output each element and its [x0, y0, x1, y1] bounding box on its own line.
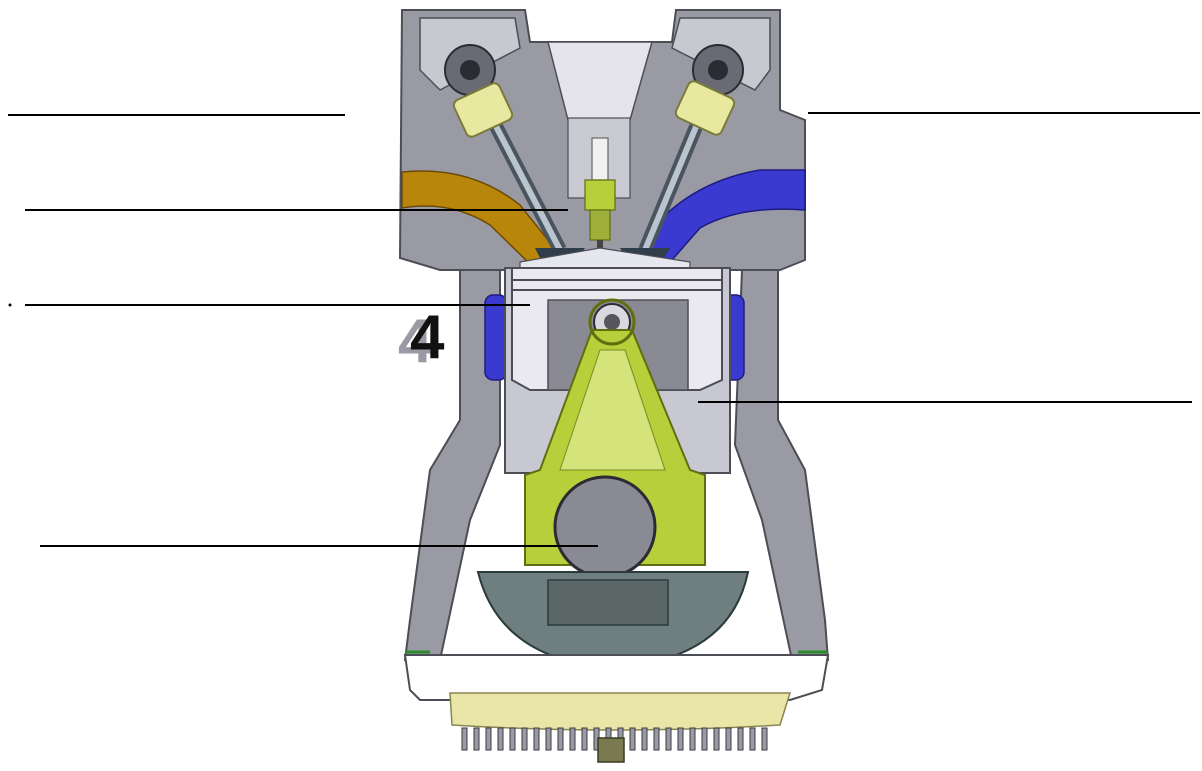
- sump-fin: [761, 727, 768, 751]
- crankshaft-journal: [553, 475, 657, 579]
- sump-fin: [701, 727, 708, 751]
- drain-plug: [597, 737, 625, 763]
- stroke-number: 4: [398, 307, 433, 376]
- spark-plug: [584, 137, 616, 248]
- leader-lines: [8, 112, 1200, 547]
- exhaust-camshaft: [692, 44, 744, 96]
- sump-fin: [713, 727, 720, 751]
- sump-fin: [653, 727, 660, 751]
- sump-fin: [485, 727, 492, 751]
- sump-fin: [533, 727, 540, 751]
- crankcase: [403, 654, 830, 701]
- sump-fin: [569, 727, 576, 751]
- sump-cooling-fins: [461, 727, 768, 751]
- sump-fin: [749, 727, 756, 751]
- sump-fin: [665, 727, 672, 751]
- sump-fin: [461, 727, 468, 751]
- leader-dot: [8, 303, 12, 307]
- stroke-number-shadow: 4: [410, 303, 445, 372]
- intake-camshaft: [444, 44, 496, 96]
- sump-fin: [545, 727, 552, 751]
- sump-fin: [629, 727, 636, 751]
- oil-sump: [449, 692, 792, 731]
- sump-fin: [689, 727, 696, 751]
- sump-fin: [497, 727, 504, 751]
- sump-fin: [677, 727, 684, 751]
- sump-fin: [581, 727, 588, 751]
- sump-fin: [725, 727, 732, 751]
- intake-valve: [452, 82, 585, 258]
- sump-fin: [509, 727, 516, 751]
- sump-fin: [521, 727, 528, 751]
- exhaust-valve: [620, 80, 736, 258]
- sump-fin: [641, 727, 648, 751]
- sump-fin: [557, 727, 564, 751]
- sump-fin: [737, 727, 744, 751]
- sump-fin: [473, 727, 480, 751]
